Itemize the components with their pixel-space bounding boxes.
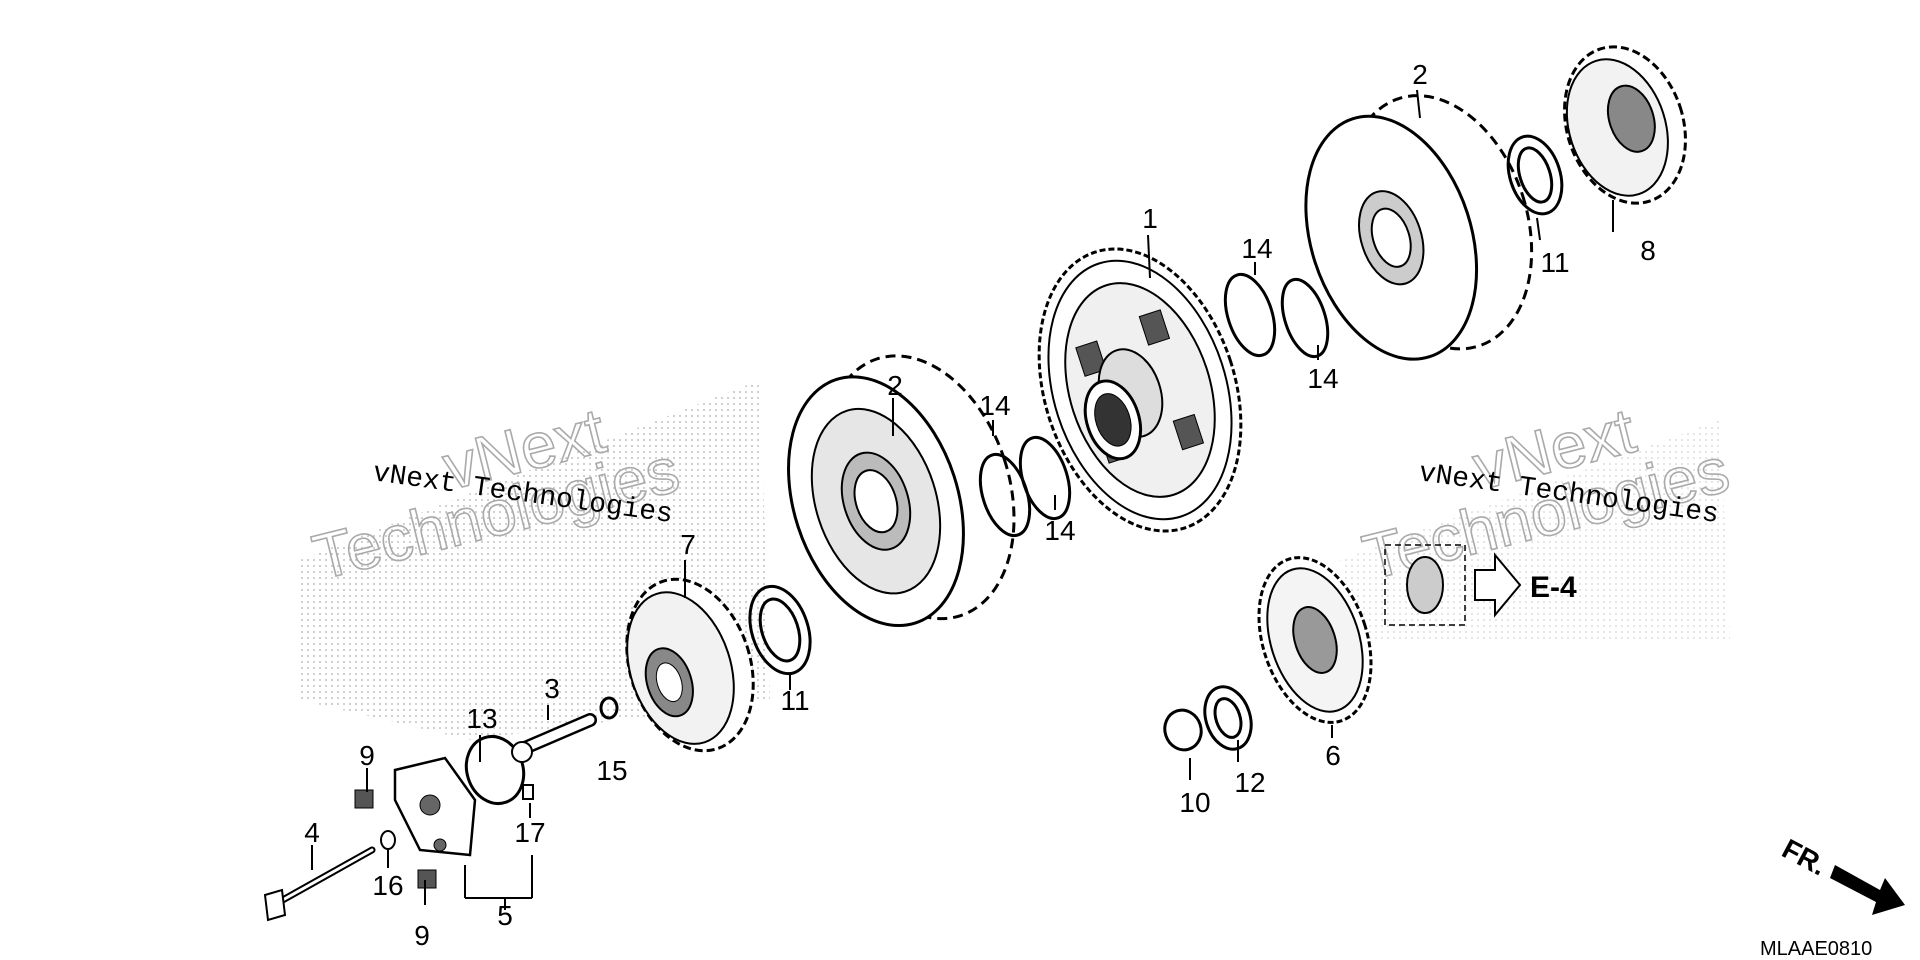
- front-direction-marker: FR.: [1777, 833, 1905, 915]
- callout-7: 7: [680, 529, 696, 560]
- small-fasteners: [354, 784, 534, 889]
- callout-11-center: 11: [780, 685, 809, 716]
- callout-14-c: 14: [979, 390, 1010, 421]
- part-6-gear: [1257, 556, 1373, 724]
- callout-2-center: 2: [887, 370, 903, 401]
- front-label: FR.: [1777, 833, 1831, 882]
- callout-6: 6: [1325, 740, 1341, 771]
- callout-5: 5: [497, 900, 513, 931]
- callout-10: 10: [1179, 787, 1210, 818]
- part-3-shaft: [511, 713, 597, 763]
- callout-13: 13: [466, 703, 497, 734]
- bearing-reference: E-4: [1384, 544, 1577, 626]
- part-7-gear: [625, 577, 755, 753]
- callout-9-lower: 9: [414, 920, 430, 951]
- callout-11-upper: 11: [1540, 247, 1569, 278]
- reference-label: E-4: [1530, 571, 1577, 604]
- part-1-drive-gear: [1037, 247, 1243, 533]
- callout-1: 1: [1142, 203, 1158, 234]
- callout-4: 4: [304, 817, 320, 848]
- leader-lines: [311, 89, 1614, 910]
- callout-15: 15: [596, 755, 627, 786]
- callout-17: 17: [514, 817, 545, 848]
- callout-14-b: 14: [1307, 363, 1338, 394]
- callout-16: 16: [372, 870, 403, 901]
- callout-9-upper: 9: [359, 740, 375, 771]
- callout-3: 3: [544, 673, 560, 704]
- part-4-bolt: [263, 846, 376, 922]
- part-2-clutch-drum-upper: [1304, 94, 1534, 361]
- callout-14-d: 14: [1044, 515, 1075, 546]
- diagram-code: MLAAE0810: [1760, 938, 1872, 960]
- callout-2-upper: 2: [1412, 59, 1428, 90]
- callout-12: 12: [1234, 767, 1265, 798]
- callouts: 1 2 2 3 4 5 6 7 8 9 9 10 11 11 12 13 14 …: [304, 59, 1656, 951]
- part-8-gear: [1563, 45, 1687, 205]
- callout-8: 8: [1640, 235, 1656, 266]
- part-2-clutch-drum-center: [787, 354, 1016, 628]
- part-5-pump-plate: [393, 756, 477, 857]
- callout-14-a: 14: [1241, 233, 1272, 264]
